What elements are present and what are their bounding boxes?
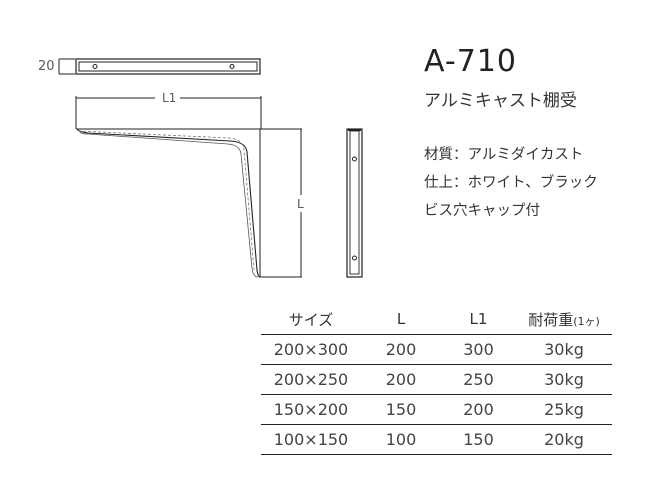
cell-l1: 150	[441, 424, 516, 455]
cell-l1: 200	[441, 394, 516, 425]
table-header-row: サイズ L L1 耐荷重(1ヶ)	[261, 304, 612, 335]
cell-l1: 300	[441, 334, 516, 365]
cell-load: 30kg	[516, 364, 612, 395]
header-l: L	[396, 310, 406, 328]
cell-l: 200	[361, 364, 441, 395]
cell-size: 200×250	[261, 364, 361, 395]
table-row: 100×150 100 150 20kg	[261, 424, 612, 455]
cell-l: 100	[361, 424, 441, 455]
header-load-label: 耐荷重	[528, 310, 574, 329]
cell-l: 150	[361, 394, 441, 425]
l1-dimension-label: L1	[160, 91, 179, 105]
header-load-suffix: (1ヶ)	[573, 314, 600, 328]
cell-size: 150×200	[261, 394, 361, 425]
size-table: サイズ L L1 耐荷重(1ヶ) 200×300 200 300 30kg 20…	[261, 304, 612, 455]
table-row: 200×300 200 300 30kg	[261, 334, 612, 365]
table-row: 150×200 150 200 25kg	[261, 394, 612, 425]
top-view	[58, 58, 261, 75]
spec-material: 材質：アルミダイカスト	[424, 147, 584, 163]
header-l1: L1	[469, 310, 488, 328]
front-view	[346, 128, 363, 278]
product-name: アルミキャスト棚受	[424, 91, 577, 111]
cell-load: 25kg	[516, 394, 612, 425]
spec-screw-cap: ビス穴キャップ付	[424, 203, 540, 219]
table-row: 200×250 200 250 30kg	[261, 364, 612, 395]
cell-load: 30kg	[516, 334, 612, 365]
l-dimension-label: L	[297, 196, 304, 212]
width-dimension-label: 20	[38, 59, 55, 74]
cell-size: 100×150	[261, 424, 361, 455]
l1-dimension	[75, 96, 262, 129]
spec-finish: 仕上：ホワイト、ブラック	[424, 175, 598, 191]
cell-l1: 250	[441, 364, 516, 395]
cell-l: 200	[361, 334, 441, 365]
bracket-side-view	[76, 128, 302, 278]
header-load: 耐荷重(1ヶ)	[516, 304, 612, 335]
cell-size: 200×300	[261, 334, 361, 365]
model-number: A-710	[424, 44, 517, 79]
header-size: サイズ	[288, 310, 334, 329]
cell-load: 20kg	[516, 424, 612, 455]
